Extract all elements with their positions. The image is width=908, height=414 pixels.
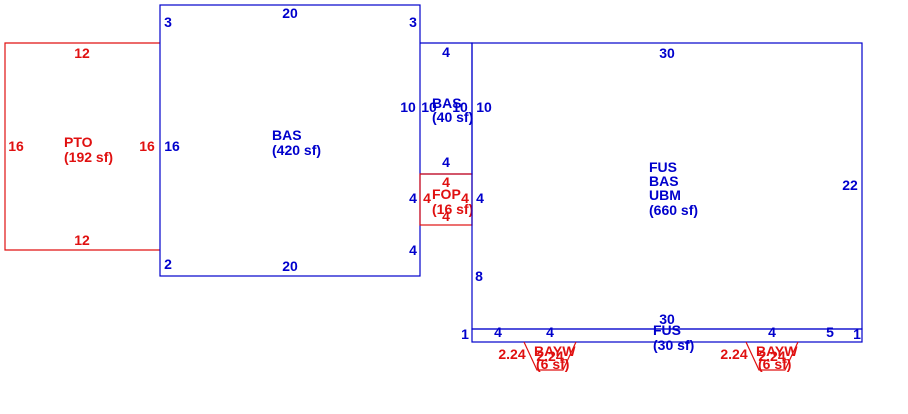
bay-window-right-outline (745, 341, 799, 371)
bas-main-dim-left: 16 (164, 138, 180, 154)
bay-window-left-size: (6 sf) (536, 356, 569, 372)
bas-main-corner-top-left: 3 (164, 14, 172, 30)
bay-window-right-label: BAYW (756, 343, 798, 359)
fop-dim-right: 4 (461, 190, 469, 206)
bay-window-left-outline (523, 341, 577, 371)
bas-main-corner-top-right: 3 (409, 14, 417, 30)
bas-main-size: (420 sf) (272, 142, 321, 158)
pto-dim-bottom: 12 (74, 232, 90, 248)
pto-label: PTO (64, 134, 93, 150)
bas-main-outline (159, 4, 421, 277)
bas-main-dim-bottom: 20 (282, 258, 298, 274)
fus-strip-area: 1 1 4 4 4 5 FUS (30 sf) (461, 322, 863, 353)
bas-small-dim-inner: 10 (452, 99, 468, 115)
fus-main-dim-left: 8 (475, 268, 483, 284)
pto-dim-top: 12 (74, 45, 90, 61)
fop-dim-bottom: 4 (442, 208, 450, 224)
bas-small-dim-top: 4 (442, 44, 450, 60)
bay-window-right: 2.24 2.24 BAYW (6 sf) (720, 341, 799, 372)
fus-strip-label: FUS (653, 322, 681, 338)
fus-strip-dim-seg2: 4 (546, 324, 554, 340)
fop-label: FOP (432, 186, 461, 202)
fus-strip-size: (30 sf) (653, 337, 694, 353)
fop-dim-top: 4 (442, 154, 450, 170)
bas-main-area: 3 3 2 20 20 16 10 4 BAS (420 sf) (159, 4, 421, 277)
bay-window-left: 2.24 2.24 BAYW (6 sf) (498, 341, 577, 372)
fus-main-size: (660 sf) (649, 202, 698, 218)
fus-main-dim-right: 22 (842, 177, 858, 193)
fop-dim-left-outer: 4 (409, 190, 417, 206)
fus-main-dim-bottom: 30 (659, 311, 675, 327)
fop-area: 4 4 4 4 4 4 4 FOP (16 sf) (409, 154, 484, 226)
bay-window-right-size: (6 sf) (758, 356, 791, 372)
pto-size: (192 sf) (64, 149, 113, 165)
pto-dim-right: 16 (139, 138, 155, 154)
bas-main-label: BAS (272, 127, 302, 143)
pto-dim-left: 16 (8, 138, 24, 154)
pto-outline (4, 42, 160, 251)
fus-main-line3: UBM (649, 187, 681, 203)
fus-main-line1: FUS (649, 159, 677, 175)
bas-main-dim-right-lower: 4 (409, 242, 417, 258)
fus-strip-dim-left: 1 (461, 326, 469, 342)
bay-window-left-inner: 2.24 (536, 348, 563, 364)
fus-strip-dim-right: 1 (853, 326, 861, 342)
bay-window-right-dim: 2.24 (720, 346, 747, 362)
bay-window-left-dim: 2.24 (498, 346, 525, 362)
bas-main-dim-top: 20 (282, 5, 298, 21)
bas-small-size: (40 sf) (432, 109, 473, 125)
fus-main-dim-top: 30 (659, 45, 675, 61)
fop-size: (16 sf) (432, 201, 473, 217)
fus-strip-dim-seg4: 5 (826, 324, 834, 340)
bay-window-right-inner: 2.24 (758, 348, 785, 364)
bay-window-left-label: BAYW (534, 343, 576, 359)
bas-small-dim-left: 10 (421, 99, 437, 115)
fus-main-line2: BAS (649, 173, 679, 189)
fop-dim-left: 4 (423, 190, 431, 206)
bas-small-label: BAS (432, 95, 462, 111)
bas-small-area: 4 10 10 10 BAS (40 sf) (420, 42, 492, 175)
fop-dim-inner-top: 4 (442, 174, 450, 190)
bas-small-dim-right: 10 (476, 99, 492, 115)
bas-main-dim-right-upper: 10 (400, 99, 416, 115)
fus-strip-dim-seg1: 4 (494, 324, 502, 340)
bas-main-corner-bottom-left: 2 (164, 256, 172, 272)
fop-dim-right-outer: 4 (476, 190, 484, 206)
fus-main-area: 30 22 8 30 FUS BAS UBM (660 sf) (471, 42, 863, 330)
pto-area: 12 12 16 16 PTO (192 sf) (4, 42, 160, 251)
fus-strip-dim-seg3: 4 (768, 324, 776, 340)
fus-strip-outline (471, 328, 863, 343)
